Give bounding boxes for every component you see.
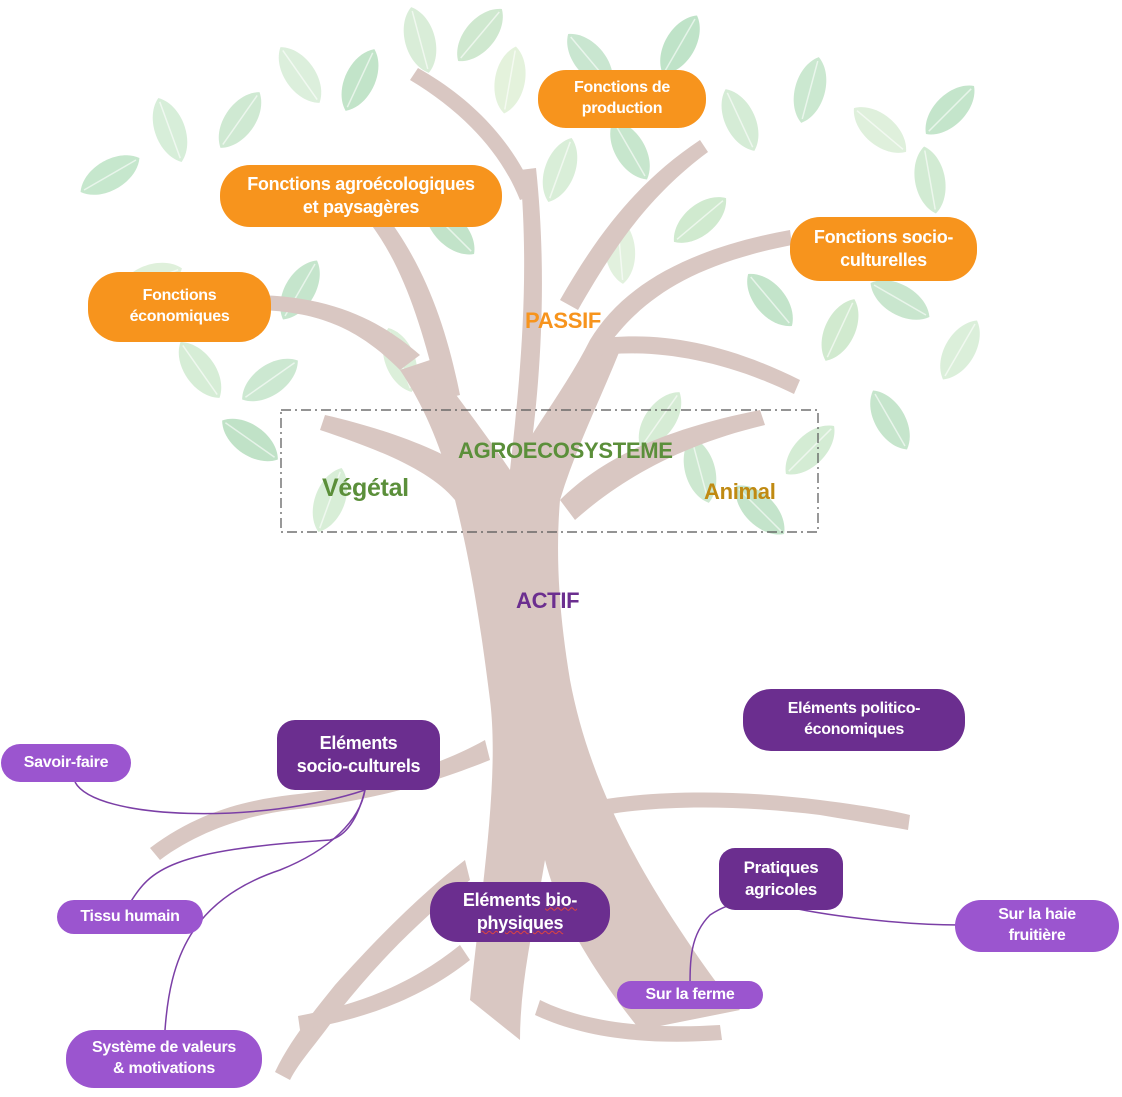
elements-socio-line2: socio-culturels [296, 756, 421, 776]
savoir-faire-label: Savoir-faire [23, 753, 109, 771]
elements-bio-part2: bio- [545, 889, 578, 910]
fonctions-production-line2: production [581, 100, 663, 117]
fonctions-socio-box: Fonctions socio-culturelles [790, 217, 977, 281]
fonctions-agroeco-line1: Fonctions agroécologiques [247, 173, 475, 194]
savoir-faire-box: Savoir-faire [1, 744, 131, 782]
fonctions-production-line1: Fonctions de [574, 79, 670, 97]
pratiques-line1: Pratiques [743, 857, 819, 877]
fonctions-production-box: Fonctions de production [538, 70, 706, 128]
elements-bio-box: Eléments bio-physiques [430, 882, 610, 942]
fonctions-eco-line2: économiques [129, 308, 230, 325]
vegetal-label: Végétal [322, 474, 409, 502]
fonctions-agroeco-line2: et paysagères [302, 197, 420, 217]
tissu-humain-label: Tissu humain [80, 907, 180, 925]
elements-bio-part1: Eléments [462, 889, 546, 910]
sur-la-ferme-box: Sur la ferme [617, 981, 763, 1009]
sur-la-ferme-label: Sur la ferme [645, 985, 735, 1003]
passif-label: PASSIF [525, 308, 602, 333]
tissu-humain-box: Tissu humain [57, 900, 203, 934]
elements-politico-box: Eléments politico-économiques [743, 689, 965, 751]
systeme-valeurs-box: Système de valeurs & motivations [66, 1030, 262, 1088]
fonctions-agroeco-box: Fonctions agroécologiques et paysagères [220, 165, 502, 227]
tree-trunk [150, 68, 910, 1080]
pratiques-line2: agricoles [745, 880, 817, 899]
sur-la-haie-line1: Sur la haie [998, 906, 1076, 924]
elements-politico-line2: économiques [804, 721, 904, 738]
sur-la-haie-box: Sur la haie fruitière [955, 900, 1119, 952]
elements-socio-culturels-box: Eléments socio-culturels [277, 720, 440, 790]
systeme-valeurs-line1: Système de valeurs [91, 1039, 237, 1057]
actif-label: ACTIF [516, 588, 580, 613]
fonctions-socio-line1: Fonctions socio- [813, 226, 954, 247]
animal-label: Animal [704, 479, 776, 504]
elements-socio-line1: Eléments [319, 732, 398, 753]
agroecosystem-frame [280, 409, 819, 533]
systeme-valeurs-line2: & motivations [113, 1060, 215, 1077]
fonctions-eco-box: Fonctions économiques [88, 272, 271, 342]
sur-la-haie-line2: fruitière [1008, 927, 1066, 944]
fonctions-socio-line2: culturelles [840, 250, 927, 270]
agroecosysteme-label: AGROECOSYSTEME [458, 438, 673, 463]
fonctions-eco-line1: Fonctions [142, 287, 217, 305]
elements-bio-line2: physiques [476, 913, 564, 933]
elements-politico-line1: Eléments politico- [787, 700, 921, 718]
pratiques-agricoles-box: Pratiques agricoles [719, 848, 843, 910]
